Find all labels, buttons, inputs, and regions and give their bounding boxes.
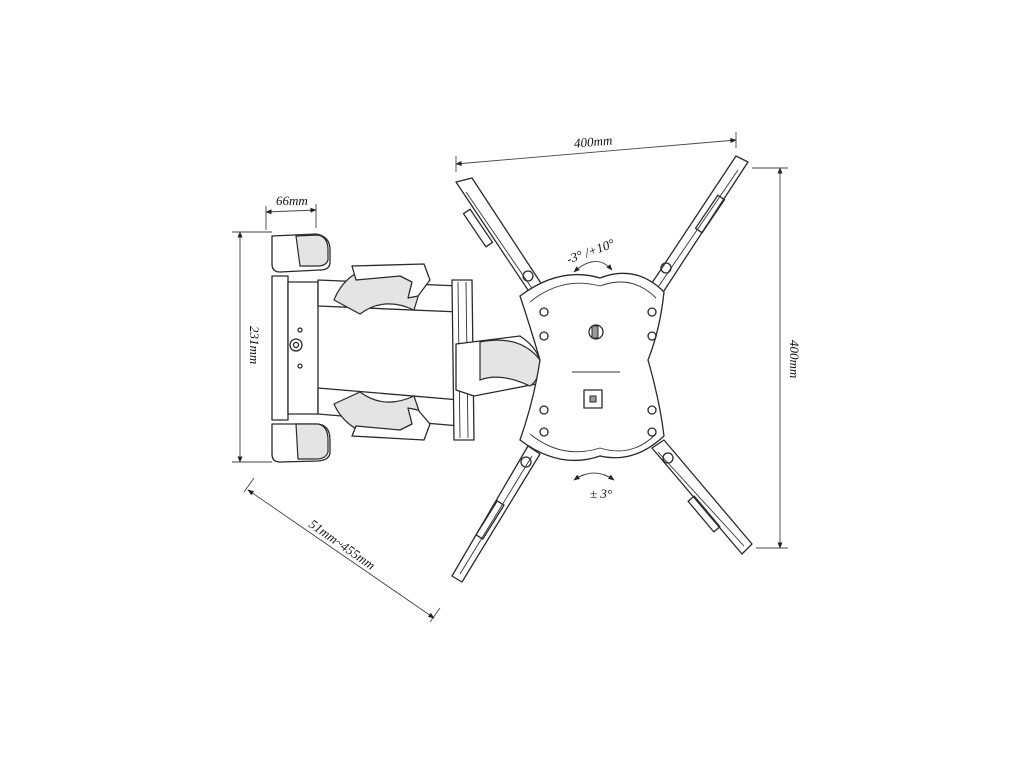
dimension-wall-plate-height: [232, 231, 272, 463]
plate-width-label: 400mm: [573, 132, 612, 150]
swivel-label: ± 3°: [590, 486, 612, 501]
wall-plate: [271, 233, 331, 463]
dimension-plate-height: [752, 167, 788, 549]
dimension-plate-width: [455, 132, 737, 172]
vesa-plate: [451, 155, 753, 583]
wall-plate-depth-label: 66mm: [276, 193, 308, 208]
tilt-indicator: [573, 261, 613, 273]
plate-height-label: 400mm: [787, 340, 802, 378]
wall-plate-height-label: 231mm: [247, 326, 262, 364]
articulating-arms: [317, 263, 541, 441]
swivel-indicator: [573, 472, 615, 481]
dimension-arm-extension: [243, 477, 441, 623]
dimension-wall-plate-depth: [265, 204, 317, 230]
arm-extension-label: 51mm~455mm: [306, 516, 378, 573]
